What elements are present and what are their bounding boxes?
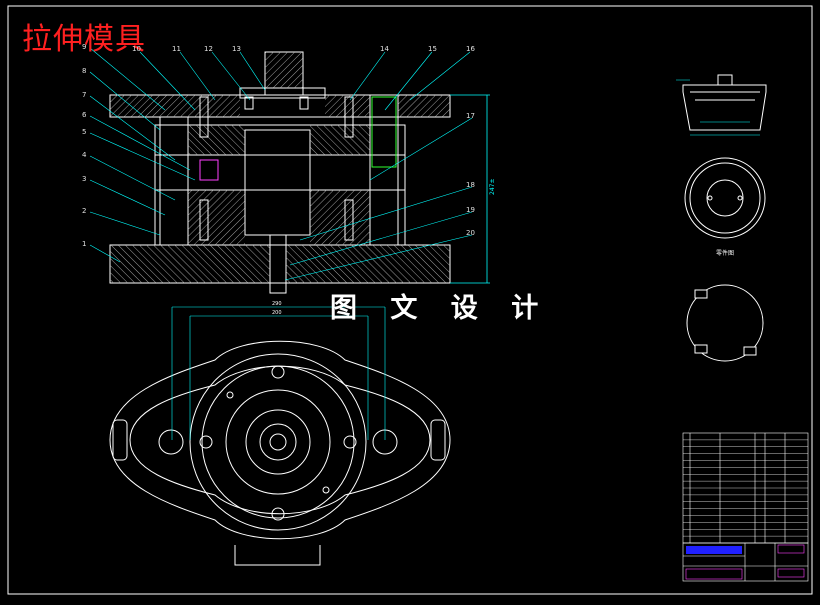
die-outline bbox=[189, 353, 367, 531]
callout-left-4: 4 bbox=[82, 151, 87, 159]
height-dimension bbox=[450, 94, 490, 284]
callout-right-17: 17 bbox=[466, 112, 475, 120]
title-blue-field bbox=[686, 546, 742, 554]
ejector-rod bbox=[269, 234, 287, 294]
title-stamp-top bbox=[777, 544, 805, 554]
callout-right-18: 18 bbox=[466, 181, 475, 189]
callout-left-5: 5 bbox=[82, 128, 87, 136]
hatching bbox=[110, 52, 450, 283]
part-section-view bbox=[682, 74, 767, 131]
callout-top-14: 14 bbox=[380, 45, 389, 53]
watermark: 图 文 设 计 bbox=[330, 293, 551, 324]
title-stamp-bottom bbox=[777, 568, 805, 578]
callout-top-13: 13 bbox=[232, 45, 241, 53]
callout-right-19: 19 bbox=[466, 206, 475, 214]
callout-left-1: 1 bbox=[82, 240, 87, 248]
inner-outline bbox=[129, 365, 431, 515]
height-dim-label: 247± bbox=[489, 179, 496, 195]
bolts bbox=[199, 96, 354, 241]
callout-left-7: 7 bbox=[82, 91, 87, 99]
guide-hole-left bbox=[158, 429, 184, 455]
callout-left-9: 9 bbox=[82, 43, 87, 51]
leaders-right bbox=[284, 117, 473, 281]
callout-top-12: 12 bbox=[204, 45, 213, 53]
plan-view-dims bbox=[171, 306, 386, 440]
callout-left-8: 8 bbox=[82, 67, 87, 75]
lower-plate-outline bbox=[109, 340, 451, 540]
dim-290: 290 bbox=[272, 301, 282, 307]
callout-top-11: 11 bbox=[172, 45, 181, 53]
leaders-top bbox=[139, 51, 471, 111]
punch bbox=[244, 129, 311, 236]
leaders-left bbox=[89, 47, 196, 263]
stripper bbox=[154, 154, 406, 191]
callout-left-3: 3 bbox=[82, 175, 87, 183]
dim-200: 200 bbox=[272, 310, 282, 316]
part-view-caption: 零件图 bbox=[716, 249, 734, 257]
callout-right-20: 20 bbox=[466, 229, 475, 237]
callout-left-2: 2 bbox=[82, 207, 87, 215]
callout-top-10: 10 bbox=[132, 45, 141, 53]
drawing-title: 拉伸模具 bbox=[22, 22, 146, 57]
guide-pillar-left bbox=[159, 116, 189, 246]
callout-top-16: 16 bbox=[466, 45, 475, 53]
callout-top-15: 15 bbox=[428, 45, 437, 53]
guide-bushing bbox=[371, 96, 397, 168]
spring-left bbox=[199, 159, 219, 181]
sheet-border bbox=[7, 5, 813, 595]
title-block bbox=[682, 542, 809, 582]
part-top-view bbox=[684, 157, 766, 239]
callout-left-6: 6 bbox=[82, 111, 87, 119]
plan-view bbox=[109, 340, 451, 566]
part-blank-view bbox=[686, 284, 764, 362]
